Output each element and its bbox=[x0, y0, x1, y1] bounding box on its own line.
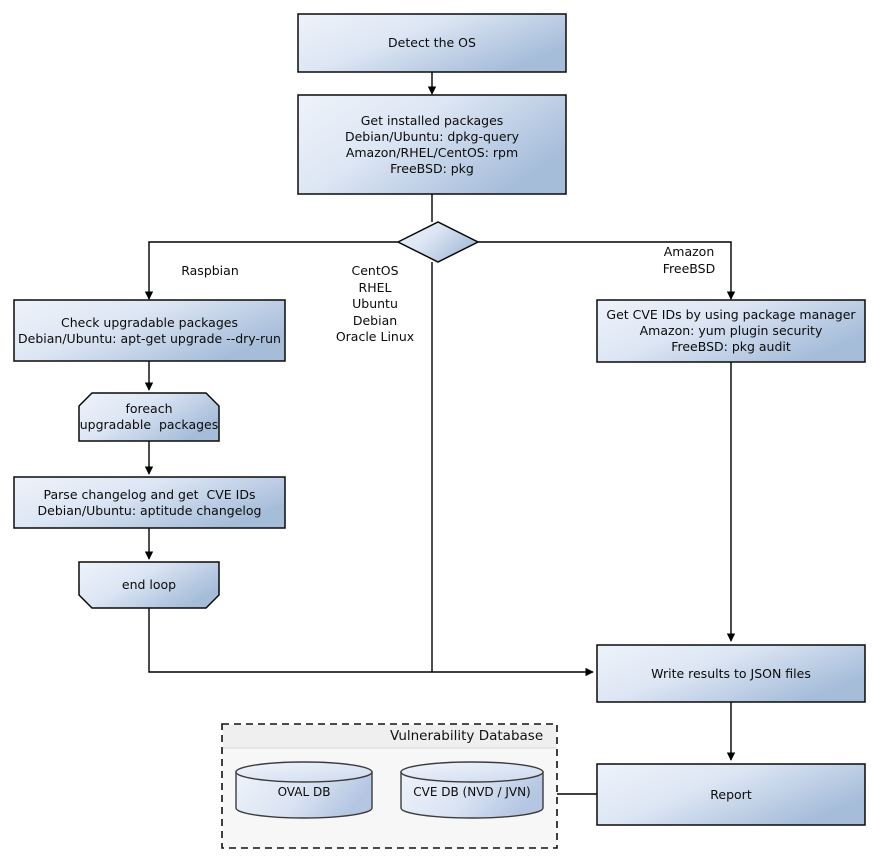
edge-label-amazon: Amazon FreeBSD bbox=[662, 244, 716, 276]
node-get-packages[interactable] bbox=[297, 94, 567, 195]
edge-label-raspbian: Raspbian bbox=[181, 263, 239, 278]
edge-branch-raspbian bbox=[144, 241, 398, 300]
node-check-upgradable[interactable] bbox=[13, 299, 286, 362]
db-oval-db[interactable] bbox=[235, 761, 373, 819]
node-detect-os[interactable] bbox=[297, 13, 567, 73]
group-vulnerability-database bbox=[221, 723, 558, 849]
node-end-loop[interactable] bbox=[78, 561, 220, 609]
nodes-layer bbox=[13, 13, 866, 826]
node-report[interactable] bbox=[596, 763, 866, 826]
node-foreach-loop[interactable] bbox=[78, 392, 220, 442]
node-parse-changelog[interactable] bbox=[13, 476, 286, 529]
edge-label-centos: CentOS RHEL Ubuntu Debian Oracle Linux bbox=[335, 263, 415, 344]
node-os-decision[interactable] bbox=[396, 221, 480, 263]
group-header-band bbox=[223, 725, 556, 748]
node-get-cve-ids[interactable] bbox=[596, 299, 866, 363]
node-write-json[interactable] bbox=[596, 644, 866, 703]
group-title-vulnerability-database: Vulnerability Database bbox=[390, 728, 544, 744]
edge-branch-amazon bbox=[478, 241, 736, 300]
edge-endloop-to-write bbox=[148, 608, 594, 677]
db-cve-db[interactable] bbox=[400, 761, 544, 819]
edges-layer bbox=[144, 72, 736, 795]
